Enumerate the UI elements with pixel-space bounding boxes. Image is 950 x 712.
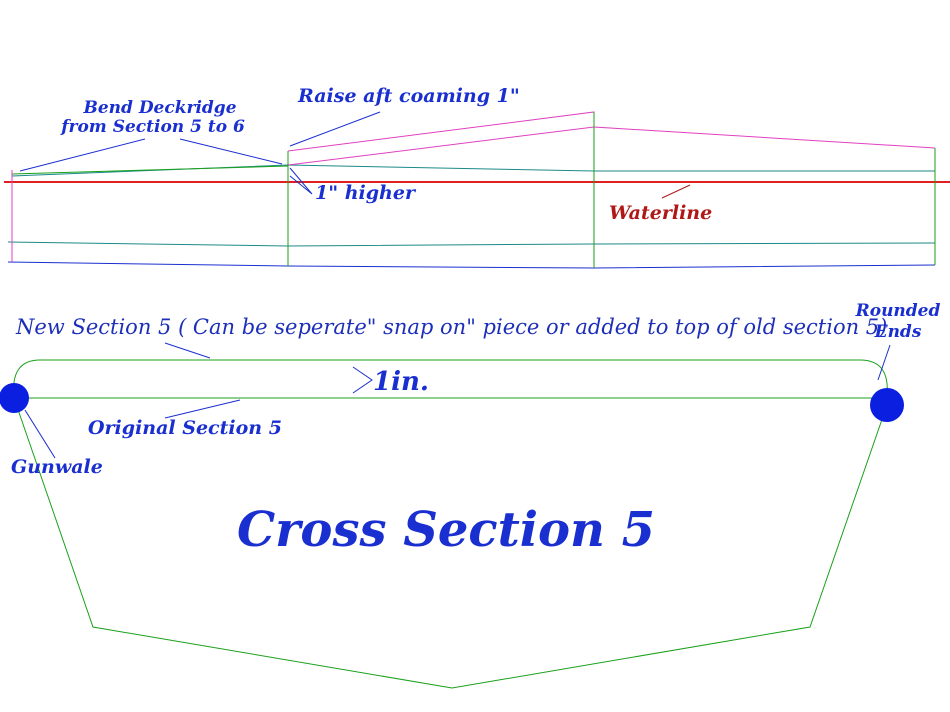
label-one-in: 1in. bbox=[373, 367, 429, 397]
label-ends: Ends bbox=[874, 322, 922, 342]
side-profile bbox=[4, 111, 950, 269]
label-original-section: Original Section 5 bbox=[88, 417, 282, 439]
label-new-section: New Section 5 ( Can be seperate" snap on… bbox=[15, 315, 887, 339]
side-leaders bbox=[19, 111, 691, 199]
label-from-section: from Section 5 to 6 bbox=[60, 117, 245, 137]
diagram-title: Cross Section 5 bbox=[237, 502, 655, 558]
label-waterline: Waterline bbox=[609, 202, 712, 224]
deck-line-lower bbox=[11, 165, 289, 175]
label-raise-aft-coaming: Raise aft coaming 1" bbox=[297, 85, 520, 107]
label-rounded: Rounded bbox=[855, 301, 941, 321]
gunwale-dot-left bbox=[0, 383, 29, 413]
new-section-outline bbox=[13, 359, 888, 399]
label-gunwale: Gunwale bbox=[11, 456, 103, 478]
cross-section bbox=[13, 359, 888, 689]
gunwale-dot-right bbox=[870, 388, 904, 422]
chine-line bbox=[7, 241, 936, 247]
coaming-line bbox=[287, 111, 936, 152]
cross-leaders bbox=[24, 342, 891, 459]
keel-line bbox=[7, 261, 936, 269]
label-one-inch-higher: 1" higher bbox=[315, 182, 417, 204]
label-bend-deckridge: Bend Deckridge bbox=[82, 98, 236, 118]
hull-outline bbox=[13, 397, 888, 689]
coaming-line-lower bbox=[287, 126, 595, 166]
deck-line bbox=[11, 164, 935, 177]
